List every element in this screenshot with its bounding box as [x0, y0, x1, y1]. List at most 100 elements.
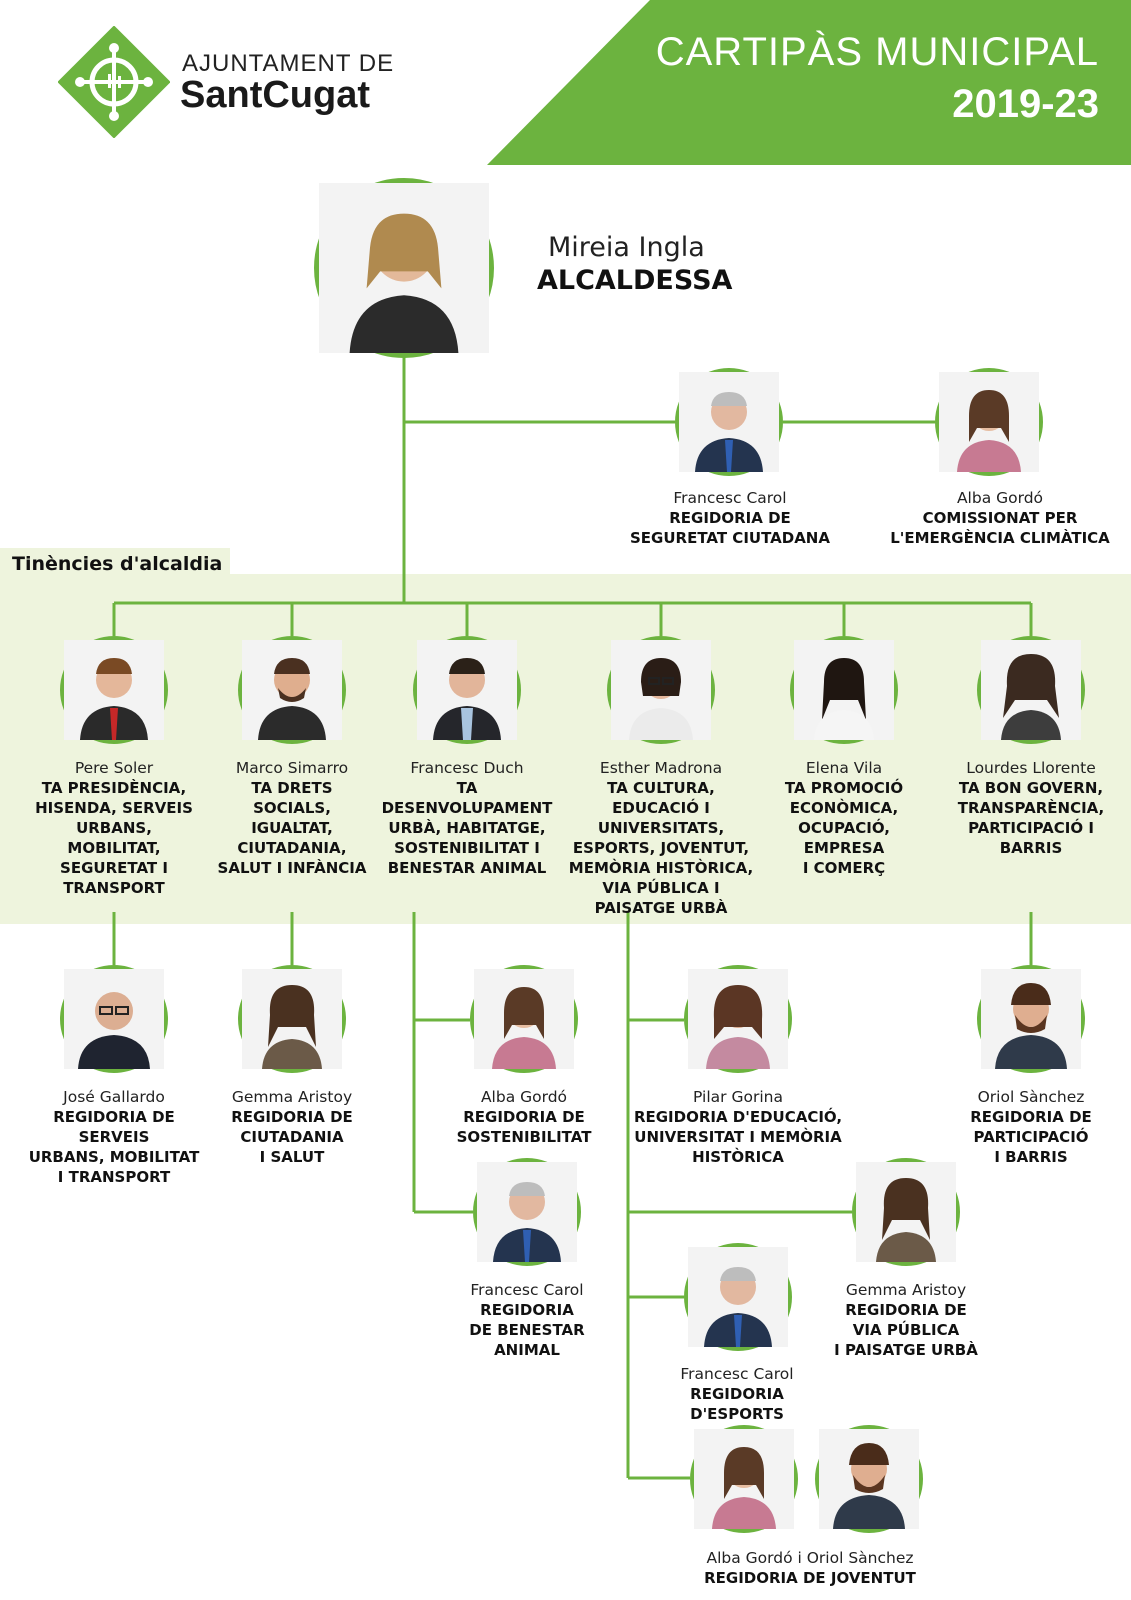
- person-portrait-icon: [611, 640, 711, 740]
- person-portrait-icon: [939, 372, 1039, 472]
- band-label: Tinències d'alcaldia: [0, 548, 230, 580]
- mayor-name: Mireia Ingla: [548, 232, 705, 263]
- role-label: REGIDORIA DE SEGURETAT CIUTADANA: [630, 509, 830, 547]
- caption-gemma-aristoy-1: Gemma Aristoy REGIDORIA DE CIUTADANIA I …: [216, 1087, 368, 1167]
- photo-top-gordo: [935, 368, 1043, 476]
- person-portrait-icon: [694, 1429, 794, 1529]
- name-label: Pere Soler: [74, 759, 154, 777]
- caption-alba-gordo: Alba Gordó REGIDORIA DE SOSTENIBILITAT: [444, 1087, 604, 1147]
- name-label: Marco Simarro: [235, 759, 349, 777]
- caption-francesc-duch: Francesc Duch TA DESENVOLUPAMENT URBÀ, H…: [380, 758, 554, 878]
- caption-oriol-sanchez: Oriol Sànchez REGIDORIA DE PARTICIPACIÓ …: [952, 1087, 1110, 1167]
- name-label: Francesc Duch: [410, 759, 524, 777]
- photo-elena-vila: [790, 636, 898, 744]
- photo-francesc-carol-1: [473, 1158, 581, 1266]
- caption-top-carol: Francesc Carol REGIDORIA DE SEGURETAT CI…: [602, 488, 858, 548]
- photo-pere-soler: [60, 636, 168, 744]
- caption-esther-madrona: Esther Madrona TA CULTURA, EDUCACIÓ I UN…: [566, 758, 756, 918]
- name-label: Pilar Gorina: [693, 1088, 783, 1106]
- role-label: REGIDORIA DE VIA PÚBLICA I PAISATGE URBÀ: [834, 1301, 978, 1359]
- role-label: REGIDORIA D'EDUCACIÓ, UNIVERSITAT I MEMÒ…: [633, 1108, 843, 1166]
- photo-jose-gallardo: [60, 965, 168, 1073]
- caption-pilar-gorina: Pilar Gorina REGIDORIA D'EDUCACIÓ, UNIVE…: [632, 1087, 844, 1167]
- name-label: Francesc Carol: [673, 489, 787, 507]
- name-label: Elena Vila: [805, 759, 883, 777]
- role-label: REGIDORIA D'ESPORTS: [690, 1385, 784, 1423]
- name-label: Alba Gordó: [480, 1088, 568, 1106]
- role-label: REGIDORIA DE SERVEIS URBANS, MOBILITAT I…: [28, 1108, 200, 1186]
- photo-gemma-aristoy-2: [852, 1158, 960, 1266]
- mayor-role: ALCALDESSA: [537, 265, 733, 296]
- person-portrait-icon: [981, 640, 1081, 740]
- name-label: Alba Gordó i Oriol Sànchez: [706, 1549, 914, 1567]
- role-label: REGIDORIA DE CIUTADANIA I SALUT: [231, 1108, 353, 1166]
- person-portrait-icon: [856, 1162, 956, 1262]
- photo-pilar-gorina: [684, 965, 792, 1073]
- role-label: TA DESENVOLUPAMENT URBÀ, HABITATGE, SOST…: [381, 779, 553, 877]
- photo-oriol-sanchez: [977, 965, 1085, 1073]
- sant-cugat-logo-icon: [58, 26, 170, 138]
- photo-gemma-aristoy-1: [238, 965, 346, 1073]
- role-label: REGIDORIA DE JOVENTUT: [704, 1569, 916, 1587]
- name-label: Francesc Carol: [680, 1365, 794, 1383]
- role-label: TA BON GOVERN, TRANSPARÈNCIA, PARTICIPAC…: [957, 779, 1105, 857]
- role-label: TA PRESIDÈNCIA, HISENDA, SERVEIS URBANS,…: [35, 779, 193, 897]
- name-label: Esther Madrona: [599, 759, 723, 777]
- photo-francesc-duch: [413, 636, 521, 744]
- photo-marco-simarro: [238, 636, 346, 744]
- person-portrait-icon: [417, 640, 517, 740]
- photo-alba-gordo: [470, 965, 578, 1073]
- person-portrait-icon: [242, 640, 342, 740]
- name-label: Francesc Carol: [470, 1281, 584, 1299]
- name-label: Gemma Aristoy: [231, 1088, 353, 1106]
- photo-top-carol: [675, 368, 783, 476]
- role-label: REGIDORIA DE BENESTAR ANIMAL: [469, 1301, 585, 1359]
- photo-joventut-sanchez: [815, 1425, 923, 1533]
- name-label: Gemma Aristoy: [845, 1281, 967, 1299]
- caption-gemma-aristoy-2: Gemma Aristoy REGIDORIA DE VIA PÚBLICA I…: [828, 1280, 984, 1360]
- photo-joventut-gordo: [690, 1425, 798, 1533]
- role-label: TA CULTURA, EDUCACIÓ I UNIVERSITATS, ESP…: [568, 779, 754, 917]
- caption-marco-simarro: Marco Simarro TA DRETS SOCIALS, IGUALTAT…: [212, 758, 372, 878]
- logo-text-line1: AJUNTAMENT DE: [182, 50, 395, 77]
- role-label: COMISSIONAT PER L'EMERGÈNCIA CLIMÀTICA: [890, 509, 1110, 547]
- caption-pere-soler: Pere Soler TA PRESIDÈNCIA, HISENDA, SERV…: [22, 758, 206, 898]
- person-portrait-icon: [64, 640, 164, 740]
- person-portrait-icon: [64, 969, 164, 1069]
- caption-joventut: Alba Gordó i Oriol Sànchez REGIDORIA DE …: [682, 1548, 938, 1588]
- name-label: Oriol Sànchez: [977, 1088, 1085, 1106]
- person-portrait-icon: [679, 372, 779, 472]
- person-portrait-icon: [319, 183, 489, 353]
- caption-jose-gallardo: José Gallardo REGIDORIA DE SERVEIS URBAN…: [16, 1087, 212, 1187]
- deputies-band: [0, 574, 1131, 924]
- mayor-photo: [314, 178, 494, 358]
- role-label: REGIDORIA DE SOSTENIBILITAT: [456, 1108, 592, 1146]
- role-label: TA DRETS SOCIALS, IGUALTAT, CIUTADANIA, …: [217, 779, 367, 877]
- person-portrait-icon: [819, 1429, 919, 1529]
- person-portrait-icon: [688, 1247, 788, 1347]
- logo-text-line2: SantCugat: [180, 74, 370, 116]
- name-label: Alba Gordó: [956, 489, 1044, 507]
- role-label: REGIDORIA DE PARTICIPACIÓ I BARRIS: [970, 1108, 1092, 1166]
- person-portrait-icon: [242, 969, 342, 1069]
- photo-esther-madrona: [607, 636, 715, 744]
- page-period: 2019-23: [952, 82, 1099, 126]
- caption-francesc-carol-2: Francesc Carol REGIDORIA D'ESPORTS: [662, 1364, 812, 1424]
- person-portrait-icon: [794, 640, 894, 740]
- name-label: Lourdes Llorente: [966, 759, 1096, 777]
- page-title: CARTIPÀS MUNICIPAL: [655, 30, 1099, 74]
- person-portrait-icon: [477, 1162, 577, 1262]
- person-portrait-icon: [474, 969, 574, 1069]
- caption-elena-vila: Elena Vila TA PROMOCIÓ ECONÒMICA, OCUPAC…: [758, 758, 930, 878]
- role-label: TA PROMOCIÓ ECONÒMICA, OCUPACIÓ, EMPRESA…: [784, 779, 904, 877]
- header-banner: [487, 0, 1131, 165]
- caption-top-gordo: Alba Gordó COMISSIONAT PER L'EMERGÈNCIA …: [880, 488, 1120, 548]
- photo-francesc-carol-2: [684, 1243, 792, 1351]
- photo-lourdes-llorente: [977, 636, 1085, 744]
- name-label: José Gallardo: [63, 1088, 165, 1106]
- person-portrait-icon: [688, 969, 788, 1069]
- caption-francesc-carol-1: Francesc Carol REGIDORIA DE BENESTAR ANI…: [452, 1280, 602, 1360]
- caption-lourdes-llorente: Lourdes Llorente TA BON GOVERN, TRANSPAR…: [944, 758, 1118, 858]
- person-portrait-icon: [981, 969, 1081, 1069]
